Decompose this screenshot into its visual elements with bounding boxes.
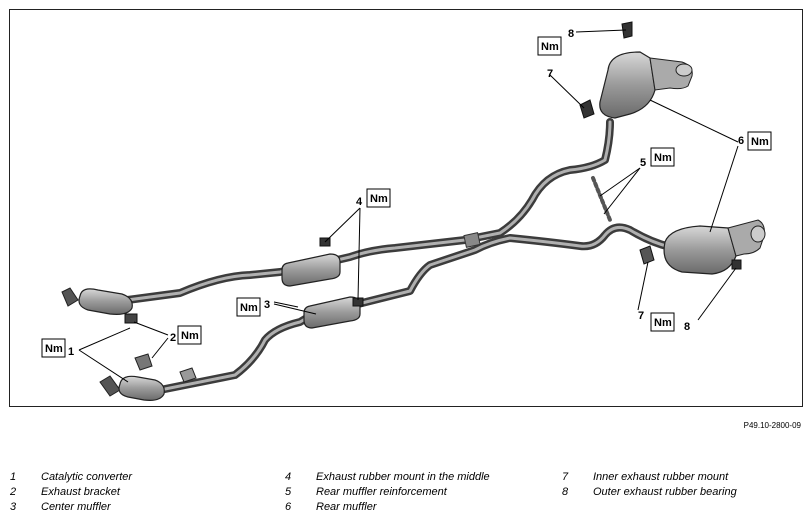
pipe-clamp [463,232,481,248]
callout-7-upper: 7 [547,68,553,80]
diagram-frame: 1 2 3 4 5 6 7 7 8 8 Nm Nm Nm Nm Nm [9,9,803,407]
upper-pipe [101,118,614,307]
torque-boxes: Nm Nm Nm Nm Nm Nm Nm Nm [41,36,772,358]
exhaust-bracket-lower [134,353,197,383]
torque-box-4: Nm [366,188,391,208]
torque-box-2: Nm [177,325,202,345]
callout-8-upper: 8 [568,28,574,40]
figure-code: P49.10-2800-09 [743,421,801,430]
torque-box-6: Nm [747,131,772,151]
svg-text:Nm: Nm [240,302,258,314]
center-muffler-lower [303,296,361,329]
svg-text:Nm: Nm [370,193,388,205]
exhaust-bracket-upper [124,313,138,324]
svg-text:Nm: Nm [541,41,559,53]
callout-1: 1 [68,346,74,358]
callout-8-lower: 8 [684,321,690,333]
torque-box-8-upper: Nm [537,36,562,56]
svg-text:Nm: Nm [181,330,199,342]
callout-7-lower: 7 [638,310,644,322]
torque-box-1: Nm [41,338,66,358]
callout-5: 5 [640,157,646,169]
outer-rubber-bearing-upper [621,21,633,39]
exhaust-system-diagram: 1 2 3 4 5 6 7 7 8 8 Nm Nm Nm Nm Nm [41,21,772,401]
lower-pipe [161,223,674,393]
inner-rubber-mount-upper [579,99,595,119]
callout-2: 2 [170,332,176,344]
callout-4: 4 [356,196,363,208]
torque-box-3: Nm [236,297,261,317]
callout-3: 3 [264,299,270,311]
outer-rubber-bearing-lower [731,259,742,270]
leader-lines [78,29,739,383]
exhaust-pipes [101,118,674,393]
svg-text:Nm: Nm [45,343,63,355]
svg-text:Nm: Nm [751,136,769,148]
svg-text:Nm: Nm [654,317,672,329]
torque-box-5: Nm [650,147,675,167]
callout-6: 6 [738,135,744,147]
rear-muffler-upper [599,51,693,119]
rear-muffler-reinforcement [591,176,612,222]
torque-box-7-lower: Nm [650,312,675,332]
catalytic-converter-upper [61,287,133,315]
center-muffler-upper [281,253,341,287]
callout-numbers: 1 2 3 4 5 6 7 7 8 8 [68,28,744,358]
svg-text:Nm: Nm [654,152,672,164]
catalytic-converter-lower [99,375,165,401]
rear-muffler-lower [663,219,766,275]
inner-rubber-mount-lower [639,245,655,265]
